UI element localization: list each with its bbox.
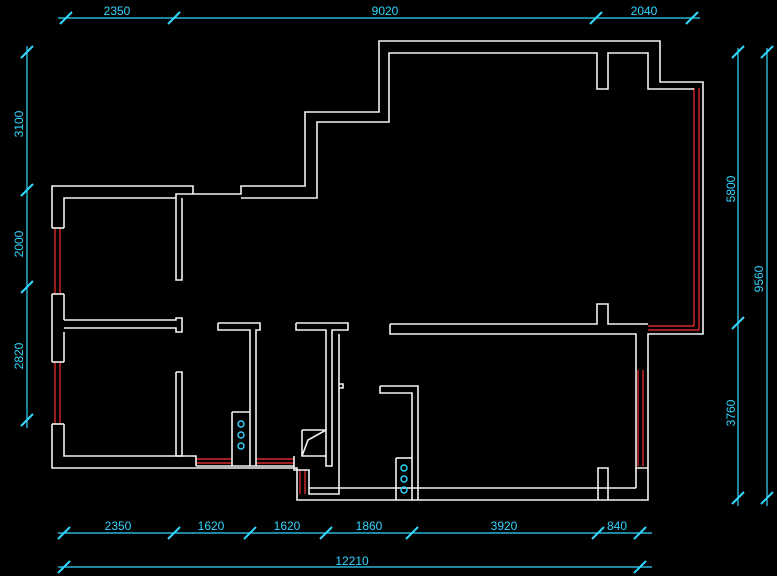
dim-tick bbox=[685, 11, 699, 25]
dim-tick bbox=[760, 45, 774, 59]
dim-tick bbox=[589, 11, 603, 25]
bathroom-2-wall bbox=[339, 383, 344, 389]
partition-left-lower bbox=[175, 371, 183, 457]
dim-bottom-1: 2350 bbox=[105, 519, 132, 533]
dim-top-1: 2350 bbox=[104, 4, 131, 18]
fixture-drain-icon bbox=[400, 486, 408, 494]
dim-tick bbox=[20, 413, 34, 427]
dim-tick bbox=[167, 11, 181, 25]
bathroom-2-wall bbox=[301, 430, 326, 457]
kitchen-wall bbox=[379, 386, 413, 500]
outer-wall-inner-line bbox=[241, 52, 694, 199]
dim-tick bbox=[731, 45, 745, 59]
walls bbox=[51, 40, 704, 501]
dim-tick bbox=[731, 316, 745, 330]
outer-wall-outer-line bbox=[51, 40, 704, 501]
dim-left-3: 2820 bbox=[12, 342, 26, 369]
bedroom-stub-wall bbox=[597, 467, 609, 500]
dim-right-2: 3760 bbox=[724, 399, 738, 426]
dim-tick bbox=[633, 560, 647, 574]
fixture-drain-icon bbox=[237, 431, 245, 439]
dim-bottom-3: 1620 bbox=[274, 519, 301, 533]
dim-tick bbox=[731, 491, 745, 505]
dim-tick bbox=[633, 526, 647, 540]
partition-main-horizontal bbox=[389, 324, 648, 469]
dim-right-total: 9560 bbox=[752, 265, 766, 292]
dimension-lines bbox=[20, 11, 774, 574]
dim-tick bbox=[59, 11, 73, 25]
dim-tick bbox=[243, 526, 257, 540]
fixture-drain-icon bbox=[237, 420, 245, 428]
kitchen-wall bbox=[380, 385, 419, 500]
dim-tick bbox=[167, 526, 181, 540]
fixture-drain-icon bbox=[400, 464, 408, 472]
dim-tick bbox=[760, 491, 774, 505]
bathroom-2-door bbox=[301, 429, 327, 457]
dim-tick bbox=[57, 526, 71, 540]
bathroom-2-wall bbox=[293, 334, 340, 495]
dimension-labels: 2350 9020 2040 2350 1620 1620 1860 3920 … bbox=[12, 4, 766, 568]
dim-left-2: 2000 bbox=[12, 230, 26, 257]
bathroom-1-wall bbox=[231, 412, 250, 467]
dim-bottom-4: 1860 bbox=[356, 519, 383, 533]
partition-main-horizontal bbox=[390, 303, 648, 325]
dim-top-3: 2040 bbox=[631, 4, 658, 18]
dim-tick bbox=[591, 526, 605, 540]
dim-bottom-6: 840 bbox=[607, 519, 627, 533]
dim-tick bbox=[20, 280, 34, 294]
dim-tick bbox=[405, 526, 419, 540]
dim-tick bbox=[20, 183, 34, 197]
dim-tick bbox=[319, 526, 333, 540]
outer-wall-inner-line bbox=[63, 193, 193, 228]
bathroom-2-wall bbox=[295, 322, 349, 467]
partition-left-upper bbox=[175, 198, 183, 281]
partition-left-middle bbox=[64, 317, 183, 333]
windows bbox=[54, 88, 700, 494]
fixture-drain-icon bbox=[237, 442, 245, 450]
fixtures bbox=[237, 420, 408, 494]
dim-bottom-2: 1620 bbox=[198, 519, 225, 533]
dim-top-2: 9020 bbox=[372, 4, 399, 18]
dim-left-1: 3100 bbox=[12, 110, 26, 137]
outer-wall-inner-line bbox=[63, 424, 197, 466]
fixture-drain-icon bbox=[400, 475, 408, 483]
dim-right-1: 5800 bbox=[724, 175, 738, 202]
dim-tick bbox=[20, 45, 34, 59]
dim-tick bbox=[57, 560, 71, 574]
dim-bottom-5: 3920 bbox=[491, 519, 518, 533]
dim-bottom-total: 12210 bbox=[335, 554, 369, 568]
